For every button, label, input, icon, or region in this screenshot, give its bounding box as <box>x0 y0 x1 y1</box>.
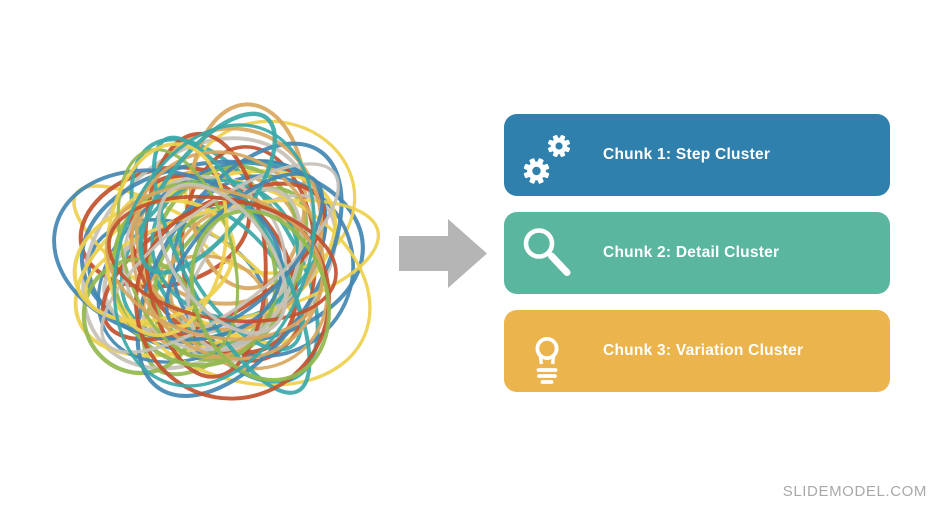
magnifier-icon <box>523 228 571 276</box>
chunk-card-variation: Chunk 3: Variation Cluster <box>504 310 890 392</box>
chunk-card-step: Chunk 1: Step Cluster <box>504 114 890 196</box>
watermark: SLIDEMODEL.COM <box>782 483 927 500</box>
chunk-list: Chunk 1: Step Cluster Chunk 2: Detail Cl… <box>504 114 890 392</box>
chunk-card-label: Chunk 1: Step Cluster <box>603 146 771 163</box>
chunk-card-label: Chunk 3: Variation Cluster <box>603 342 804 359</box>
gears-icon <box>523 135 570 184</box>
lightbulb-icon <box>535 336 559 384</box>
tangle-scribble <box>52 102 381 401</box>
right-arrow-icon <box>399 219 487 288</box>
chunk-card-detail: Chunk 2: Detail Cluster <box>504 212 890 294</box>
chunk-card-label: Chunk 2: Detail Cluster <box>603 244 780 261</box>
